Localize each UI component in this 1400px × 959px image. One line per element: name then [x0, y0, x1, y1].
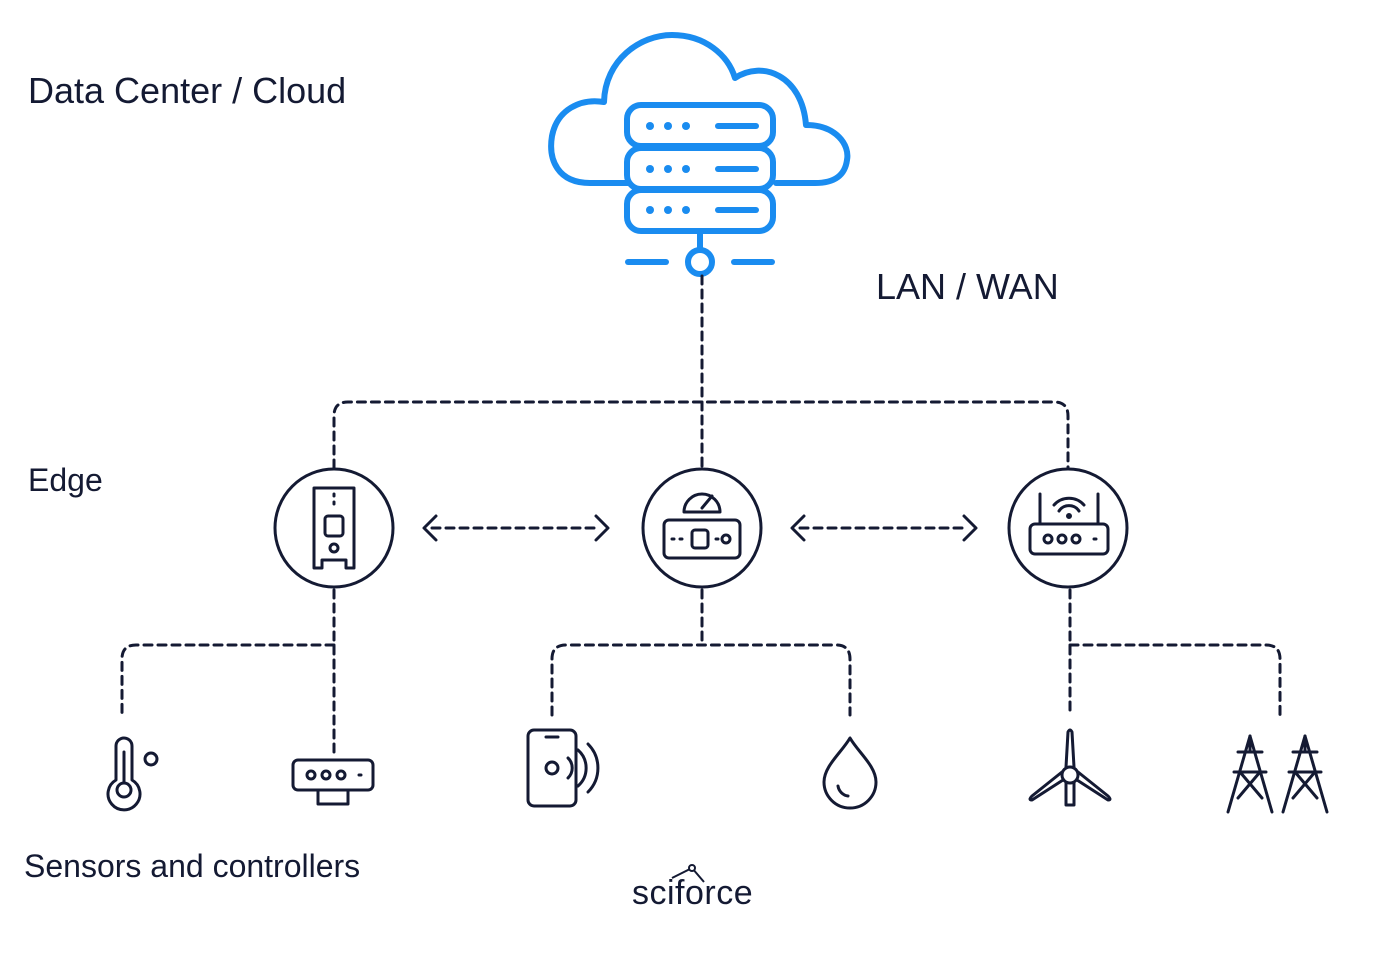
water-drop-icon	[822, 736, 878, 810]
wifi-router-icon	[1007, 467, 1129, 589]
controller-box-icon	[291, 758, 375, 806]
sensors-tier-label: Sensors and controllers	[24, 848, 361, 884]
edge-device-icon	[273, 467, 395, 589]
logo-network-mark	[671, 864, 705, 883]
network-links	[120, 274, 1282, 754]
brand-logo: sciforce	[632, 874, 754, 912]
wind-turbine-icon	[1028, 728, 1112, 807]
thermometer-icon	[106, 736, 159, 812]
edge-tier-label: Edge	[28, 462, 103, 498]
smartphone-nfc-icon	[526, 728, 600, 808]
gateway-gauge-icon	[641, 467, 763, 589]
cloud-server-icon	[548, 32, 851, 277]
power-tower-icon	[1226, 734, 1329, 814]
peer-arrow-heads	[422, 514, 978, 542]
server-status-dots	[646, 122, 690, 214]
cloud-tier-label: Data Center / Cloud	[28, 70, 347, 111]
network-label: LAN / WAN	[876, 266, 1059, 307]
